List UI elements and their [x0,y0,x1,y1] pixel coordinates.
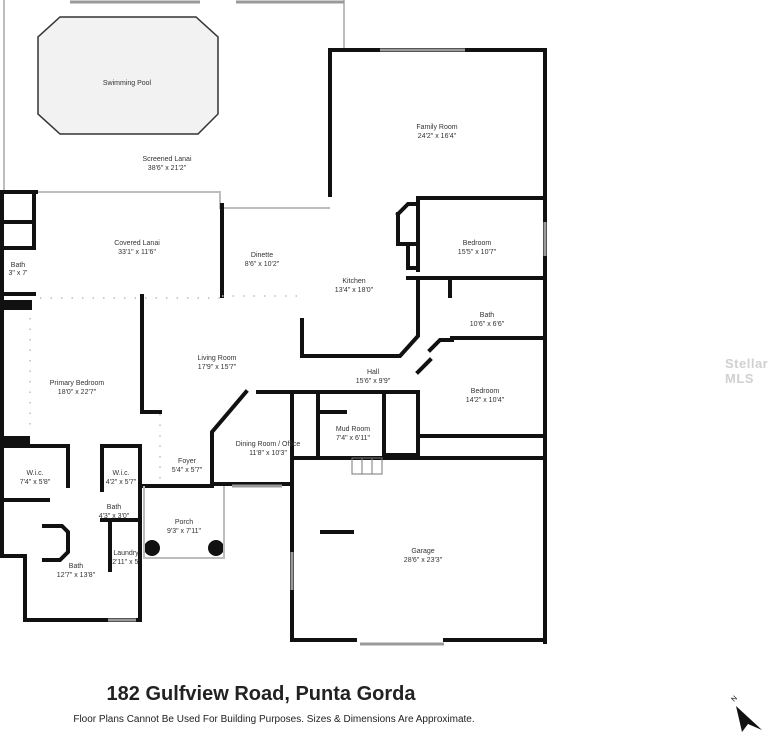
room-dims-bath-primary: 12'7" x 13'8" [57,572,96,579]
room-dims-bedroom-upper: 15'5" x 10'7" [458,249,497,256]
room-name-living-room: Living Room [198,355,237,362]
room-dims-porch: 9'3" x 7'11" [167,528,201,535]
porch-outline [143,486,225,559]
room-name-covered-lanai: Covered Lanai [114,240,160,247]
room-name-dinette: Dinette [251,252,273,259]
disclaimer-text: Floor Plans Cannot Be Used For Building … [73,714,475,725]
room-dims-living-room: 17'9" x 15'7" [198,364,237,371]
room-name-garage: Garage [411,548,434,555]
room-name-bedroom-upper: Bedroom [463,240,492,247]
room-dims-family-room: 24'2" x 16'4" [418,133,457,140]
room-name-dining-office: Dining Room / Office [236,441,301,448]
room-dims-dinette: 8'6" x 10'2" [245,261,280,268]
room-name-kitchen: Kitchen [342,278,365,285]
opening-indicators [29,295,300,484]
room-name-bath-primary: Bath [69,563,84,570]
room-name-mud-room: Mud Room [336,426,370,433]
room-name-bath-small: Bath [107,504,122,511]
room-name-primary-bedroom: Primary Bedroom [50,380,105,387]
room-dims-wic-left: 7'4" x 5'8" [20,479,51,486]
room-dims-wic-right: 4'2" x 5'7" [106,479,137,486]
garage-steps [351,457,383,475]
room-dims-kitchen: 13'4" x 18'0" [335,287,374,294]
room-name-bedroom-lower: Bedroom [471,388,500,395]
room-name-family-room: Family Room [416,124,457,131]
room-dims-mud-room: 7'4" x 6'11" [336,435,370,442]
room-name-foyer: Foyer [178,458,197,465]
exterior-walls [0,48,547,644]
room-name-screened-lanai: Screened Lanai [142,156,191,163]
room-dims-garage: 28'6" x 23'3" [404,557,443,564]
room-dims-covered-lanai: 33'1" x 11'6" [118,249,156,256]
room-dims-laundry: 2'11" x 5' [112,559,140,566]
wall-block [2,436,30,446]
room-dims-bath-left: 3" x 7' [9,270,28,277]
porch-post [144,540,160,556]
room-name-wic-right: W.i.c. [112,470,129,477]
room-dims-bath-mid: 10'6" x 6'6" [470,321,505,328]
room-name-bath-left: Bath [11,262,26,269]
watermark: Stellar MLS [725,356,769,386]
wall-block [2,300,32,310]
room-name-swimming-pool: Swimming Pool [103,80,152,87]
room-dims-screened-lanai: 38'6" x 21'2" [148,165,187,172]
room-dims-primary-bedroom: 18'0" x 22'7" [58,389,97,396]
swimming-pool [37,16,219,135]
room-dims-hall: 15'6" x 9'9" [356,378,391,385]
room-name-wic-left: W.i.c. [26,470,43,477]
room-name-hall: Hall [367,369,380,376]
room-dims-bath-small: 4'3" x 3'0" [99,513,130,520]
room-name-laundry: Laundry [113,550,139,557]
room-dims-foyer: 5'4" x 5'7" [172,467,203,474]
room-dims-bedroom-lower: 14'2" x 10'4" [466,397,505,404]
room-name-bath-mid: Bath [480,312,495,319]
north-arrow-icon: N [730,695,762,732]
windows [108,48,547,646]
room-name-porch: Porch [175,519,193,526]
interior-walls [0,190,547,572]
north-label: N [730,695,739,704]
room-dims-dining-office: 11'8" x 10'3" [249,450,287,457]
property-address: 182 Gulfview Road, Punta Gorda [106,683,416,705]
porch-post [208,540,224,556]
room-labels: Swimming Pool Screened Lanai 38'6" x 21'… [9,80,505,579]
